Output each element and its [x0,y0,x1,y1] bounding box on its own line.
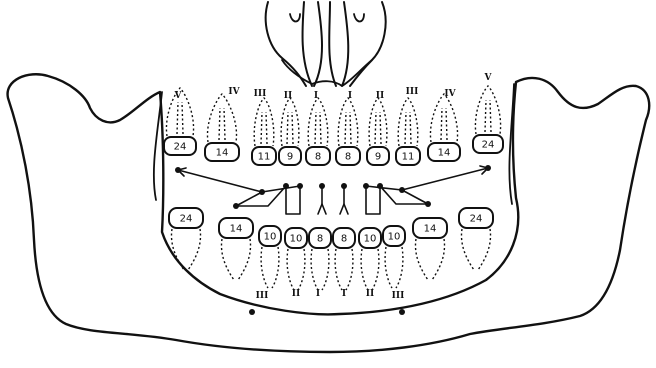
upper-roman-numeral: IV [228,87,240,97]
connector-dot [363,183,369,189]
lower-root [311,249,329,290]
lower-tooth: 10 [383,226,405,246]
upper-root [281,98,299,146]
upper-roman-numeral: II [376,91,384,101]
upper-root [308,98,328,146]
lower-tooth: 10 [285,228,307,248]
lower-root [287,249,305,290]
upper-roman-numeral: I [314,91,318,101]
upper-tooth: 11 [252,147,276,165]
mandible-outline [8,74,650,352]
connector-dot [297,183,303,189]
upper-tooth: 9 [367,147,389,165]
lower-tooth: 8 [333,228,355,248]
upper-roman-numeral: V [174,91,183,101]
connector-dots [175,165,491,209]
lower-roman-numeral: III [392,291,405,301]
lower-tooth-label: 10 [264,232,277,243]
lower-tooth: 8 [309,228,331,248]
upper-root [254,98,274,146]
connector-dot [377,183,383,189]
lower-roman-numeral: I [342,289,346,299]
upper-root [430,94,457,142]
lower-root [461,229,490,270]
lower-root [415,239,444,280]
upper-root [475,86,500,134]
connector-dot [319,183,325,189]
upper-tooth-label: 11 [402,152,415,163]
upper-tooth-label: 11 [258,152,271,163]
lower-roman-numeral: III [256,291,269,301]
upper-root [398,98,418,146]
upper-tooth: 9 [279,147,301,165]
upper-tooth-label: 8 [345,152,351,163]
lower-roman-numeral: I [316,289,320,299]
lower-tooth: 14 [413,218,447,238]
left-ramus-inner [154,92,162,200]
upper-teeth: 24 14 11 9 8 8 9 11 14 24 [164,135,503,165]
connector-dot [425,201,431,207]
lower-root [335,249,353,290]
lower-tooth: 24 [459,208,493,228]
lower-root [385,247,403,288]
lower-root [361,249,379,290]
connector-dot [259,189,265,195]
lower-tooth-label: 10 [364,234,377,245]
connector-dot [175,167,181,173]
upper-tooth-label: 14 [216,148,229,159]
lower-roman-numeral: II [292,289,300,299]
connector-lines [178,166,488,214]
connector-dot [233,203,239,209]
upper-root [369,98,387,146]
connector-dot [399,187,405,193]
upper-root [338,98,358,146]
upper-tooth: 8 [336,147,360,165]
upper-root [207,94,236,142]
upper-central-incisors-top [266,2,386,86]
upper-roman-numeral: IV [444,89,456,99]
upper-tooth-label: 24 [174,142,187,153]
upper-tooth-label: 8 [315,152,321,163]
lower-tooth-label: 8 [341,234,347,245]
lower-root [221,239,250,280]
lower-tooth: 10 [259,226,281,246]
lower-tooth-label: 14 [424,224,437,235]
upper-tooth: 24 [473,135,503,153]
upper-tooth: 14 [205,143,239,161]
lower-teeth: 24 14 10 10 8 8 10 10 14 24 [169,208,493,248]
upper-tooth-label: 9 [287,152,293,163]
upper-roman-numeral: III [406,87,419,97]
upper-roman-numeral: V [484,73,493,83]
left-mental-foramen-dot [249,309,255,315]
lower-tooth-label: 8 [317,234,323,245]
lower-tooth-label: 24 [180,214,193,225]
lower-tooth-label: 10 [388,232,401,243]
upper-tooth: 14 [428,143,460,161]
upper-roman-numeral: II [284,91,292,101]
upper-tooth: 11 [396,147,420,165]
upper-tooth-label: 9 [375,152,381,163]
upper-roman-numeral: III [254,89,267,99]
lower-root [171,229,200,270]
lower-root [261,247,279,288]
lower-tooth: 10 [359,228,381,248]
lower-tooth-label: 14 [230,224,243,235]
upper-tooth: 24 [164,137,196,155]
connector-dot [341,183,347,189]
lower-tooth: 14 [219,218,253,238]
upper-tooth-label: 24 [482,140,495,151]
connector-dot [485,165,491,171]
right-mental-foramen-dot [399,309,405,315]
lower-roman-numeral: II [366,289,374,299]
upper-tooth: 8 [306,147,330,165]
lower-tooth: 24 [169,208,203,228]
connector-dot [283,183,289,189]
lower-tooth-label: 10 [290,234,303,245]
upper-tooth-label: 14 [438,148,451,159]
lower-tooth-label: 24 [470,214,483,225]
upper-roman-numeral: I [348,91,352,101]
